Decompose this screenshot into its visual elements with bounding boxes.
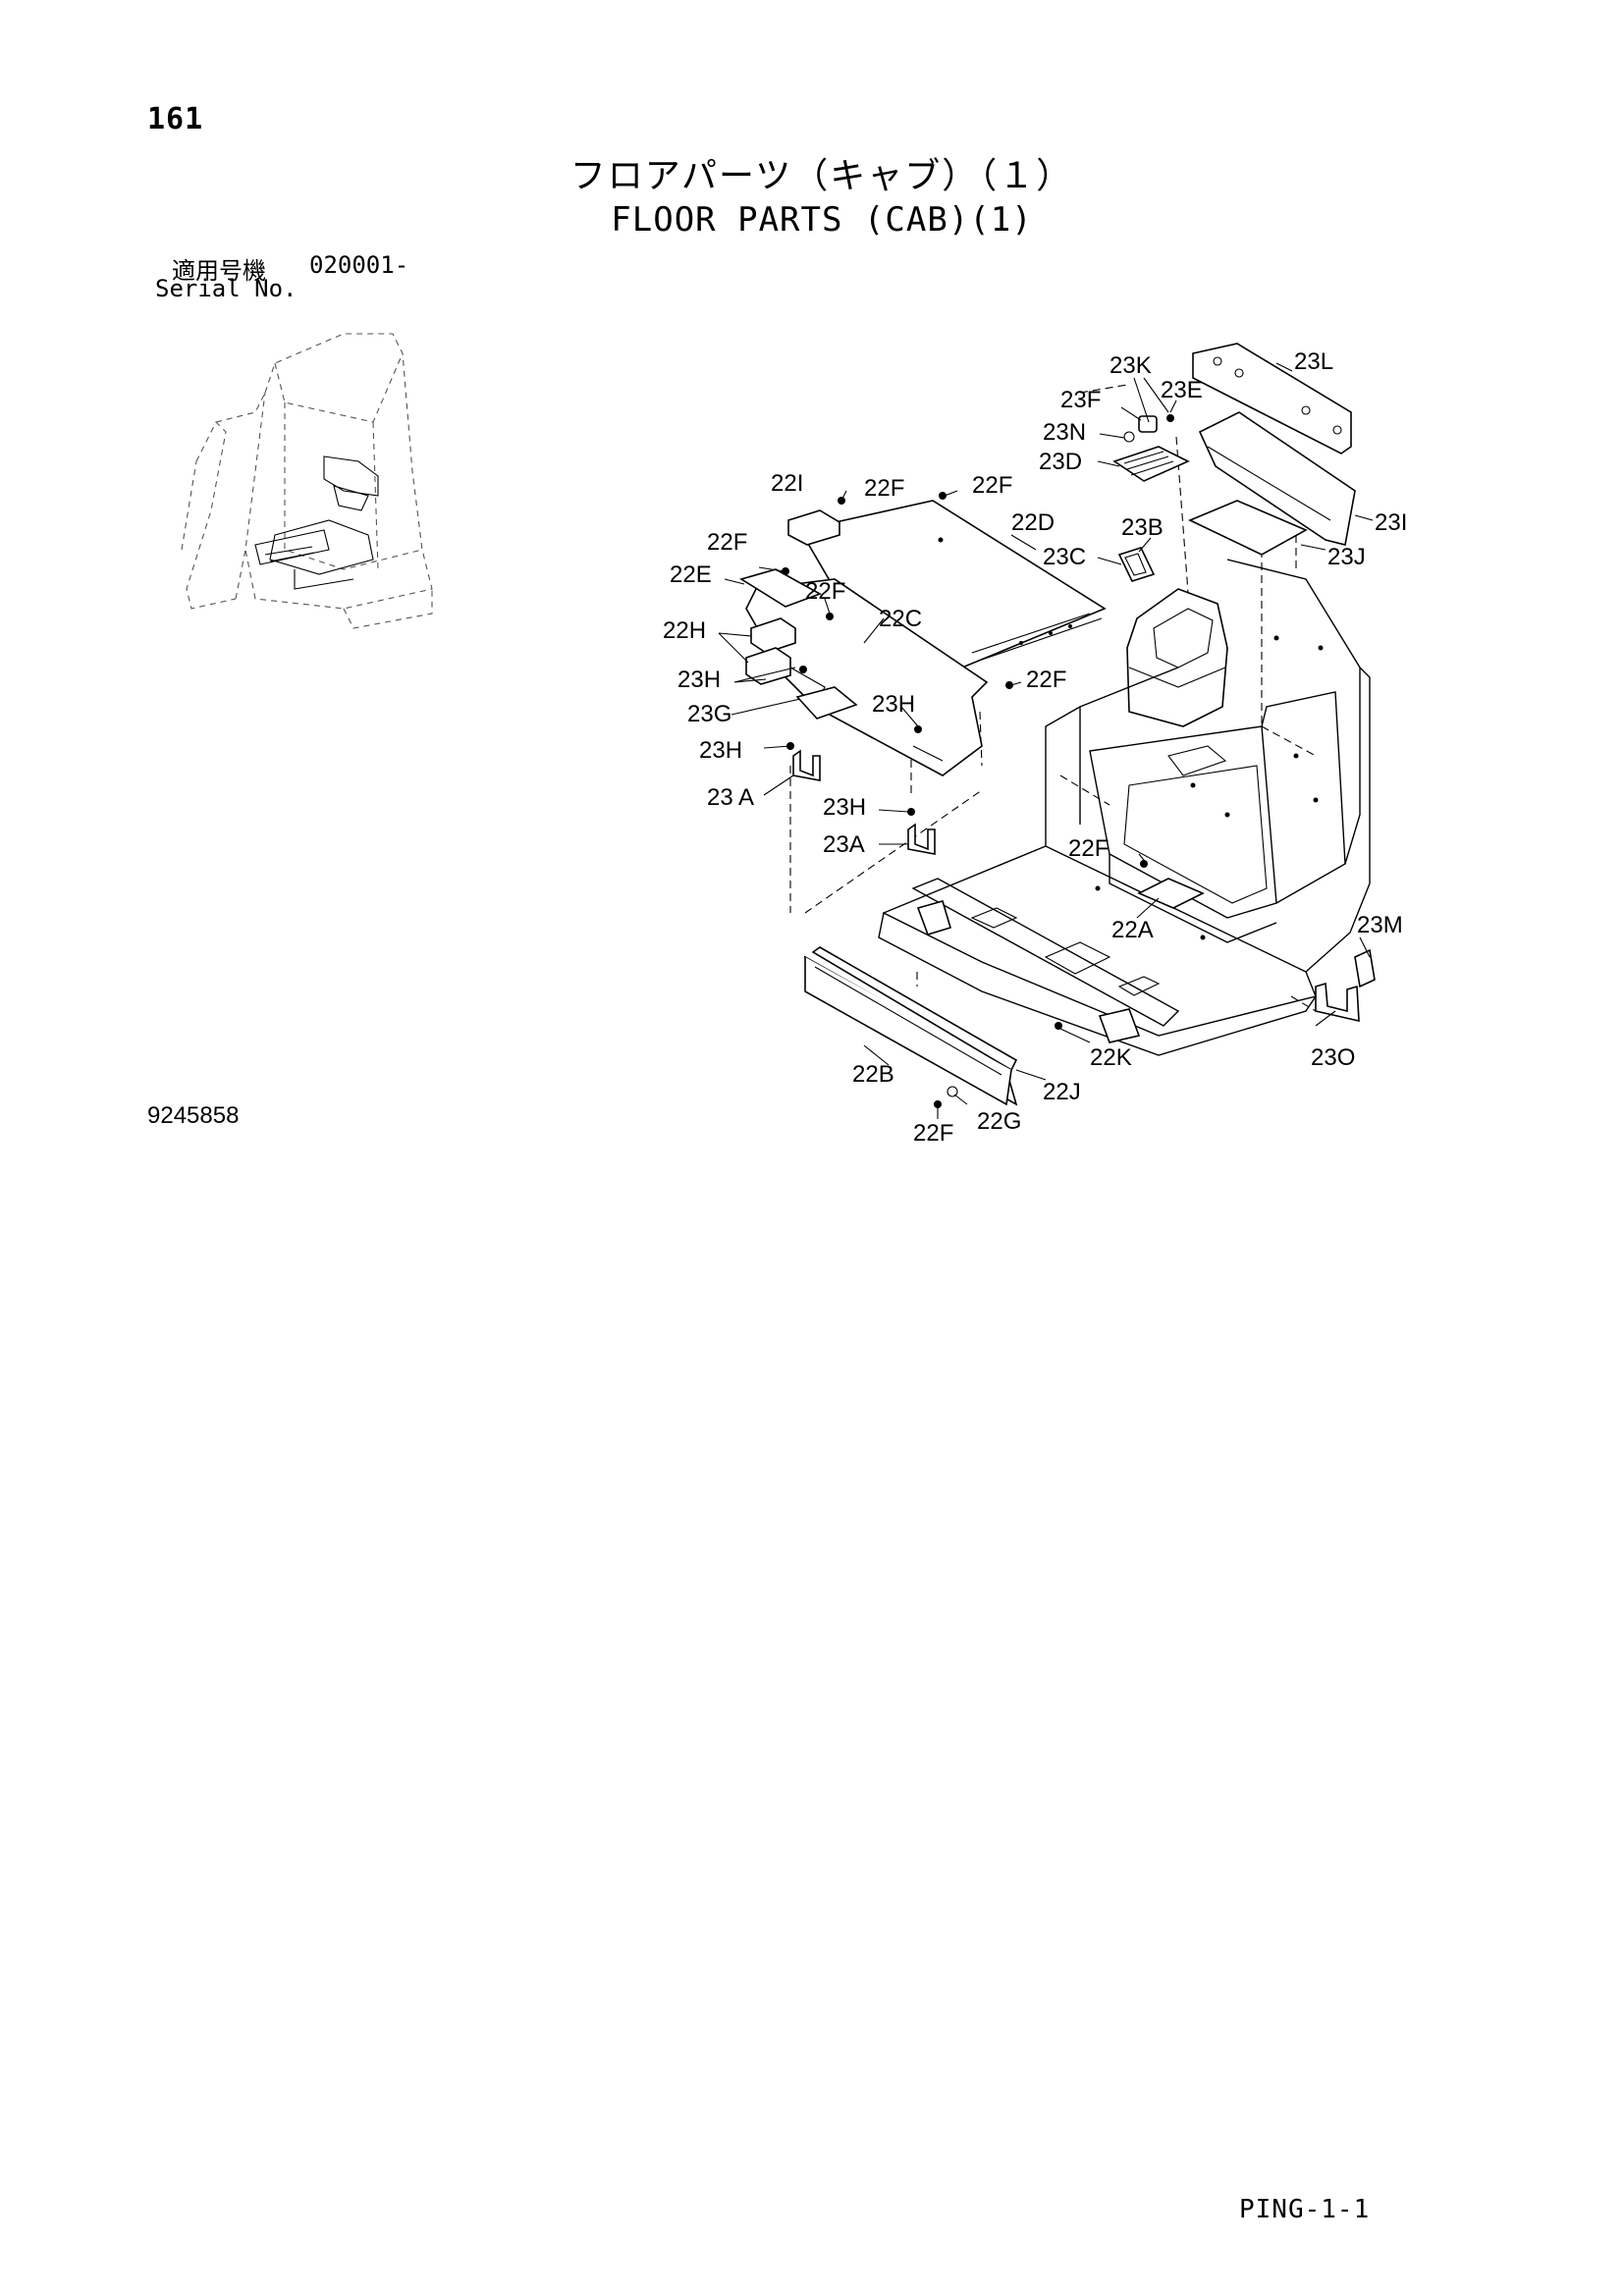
callout-23J: 23J <box>1327 544 1366 570</box>
serial-number-value: 020001- <box>309 251 409 279</box>
callout-23B: 23B <box>1121 514 1164 541</box>
callout-23A: 23 A <box>707 784 754 811</box>
callout-22F: 22F <box>913 1120 953 1147</box>
serial-label-japanese: 適用号機 <box>172 257 266 285</box>
callout-22H: 22H <box>663 617 706 644</box>
callout-23I: 23I <box>1375 509 1407 536</box>
cab-location-thumbnail <box>181 333 433 629</box>
callout-22B: 22B <box>852 1061 894 1088</box>
callout-22J: 22J <box>1043 1079 1081 1105</box>
cab-floor-frame <box>878 559 1371 1056</box>
fastener-screws <box>782 492 1148 1108</box>
callout-22F: 22F <box>972 472 1012 499</box>
page-number: 161 <box>147 102 204 136</box>
part-23J-floor-sheet <box>1188 500 1308 556</box>
callout-23M: 23M <box>1357 912 1403 938</box>
callout-22A: 22A <box>1111 917 1154 943</box>
part-23F-23N-small-fittings <box>1123 414 1174 443</box>
page-code: PING-1-1 <box>1239 2195 1371 2224</box>
part-23L-top-cover-plate <box>1192 343 1352 454</box>
callout-labels: 23K 23L 23E 23F 23N 23D 22I 22F 22F 22D … <box>663 348 1407 1147</box>
callout-23N: 23N <box>1043 419 1086 446</box>
callout-23K: 23K <box>1110 352 1152 379</box>
part-22H-pads <box>745 617 796 685</box>
part-23D-switch-panel <box>1112 446 1190 482</box>
callout-22F: 22F <box>1068 835 1109 862</box>
callout-23L: 23L <box>1294 348 1333 375</box>
page-title-english: FLOOR PARTS (CAB)(1) <box>611 200 1033 240</box>
callout-22K: 22K <box>1090 1044 1132 1071</box>
callout-23D: 23D <box>1039 449 1082 475</box>
page-title-japanese: フロアパーツ（キャブ）（１） <box>569 156 1074 196</box>
callout-22F: 22F <box>805 578 845 605</box>
part-22B-front-cover-panel <box>803 946 1018 1106</box>
callout-22G: 22G <box>977 1108 1021 1135</box>
part-23O-bracket <box>1315 982 1360 1023</box>
callout-22E: 22E <box>670 561 712 588</box>
part-23C-gasket-frame <box>1117 547 1156 582</box>
callout-22D: 22D <box>1011 509 1055 536</box>
callout-23C: 23C <box>1043 544 1086 570</box>
callout-23H: 23H <box>872 691 915 718</box>
callout-22F: 22F <box>864 475 904 502</box>
callout-23A: 23A <box>823 831 865 858</box>
callout-23G: 23G <box>687 701 731 727</box>
callout-23F: 23F <box>1060 387 1101 413</box>
drawing-number: 9245858 <box>147 1102 240 1129</box>
callout-leader-lines <box>718 362 1374 1119</box>
part-22E-cover-sheet <box>739 568 822 608</box>
callout-23H: 23H <box>823 794 866 821</box>
part-23B-console-duct <box>1126 588 1228 727</box>
callout-22I: 22I <box>771 470 803 497</box>
callout-23O: 23O <box>1311 1044 1355 1071</box>
part-23M-bracket <box>1354 948 1376 988</box>
part-22I-pad <box>787 509 840 546</box>
callout-23E: 23E <box>1161 377 1203 403</box>
callout-22F: 22F <box>1026 667 1066 693</box>
callout-23H: 23H <box>677 667 721 693</box>
callout-22F: 22F <box>707 529 747 556</box>
serial-label-english: Serial No. <box>155 275 298 302</box>
part-23A-brackets <box>792 749 936 855</box>
callout-23H: 23H <box>699 737 742 764</box>
part-23I-angled-cover <box>1198 411 1356 546</box>
part-23G-bracket <box>795 686 858 720</box>
callout-22C: 22C <box>879 606 922 632</box>
